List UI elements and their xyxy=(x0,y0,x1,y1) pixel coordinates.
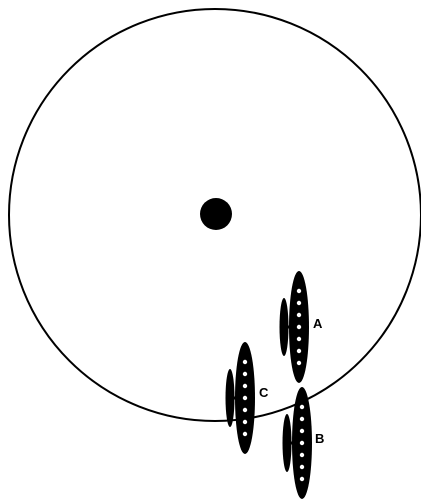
central-body xyxy=(200,198,232,230)
object-a-strut xyxy=(284,326,299,329)
object-c-strut xyxy=(230,397,245,400)
label-a: A xyxy=(313,316,323,331)
label-b: B xyxy=(315,431,324,446)
object-c xyxy=(226,342,256,454)
object-b-strut xyxy=(287,442,302,445)
object-a xyxy=(280,271,310,383)
object-b xyxy=(283,387,313,499)
label-c: C xyxy=(259,385,269,400)
